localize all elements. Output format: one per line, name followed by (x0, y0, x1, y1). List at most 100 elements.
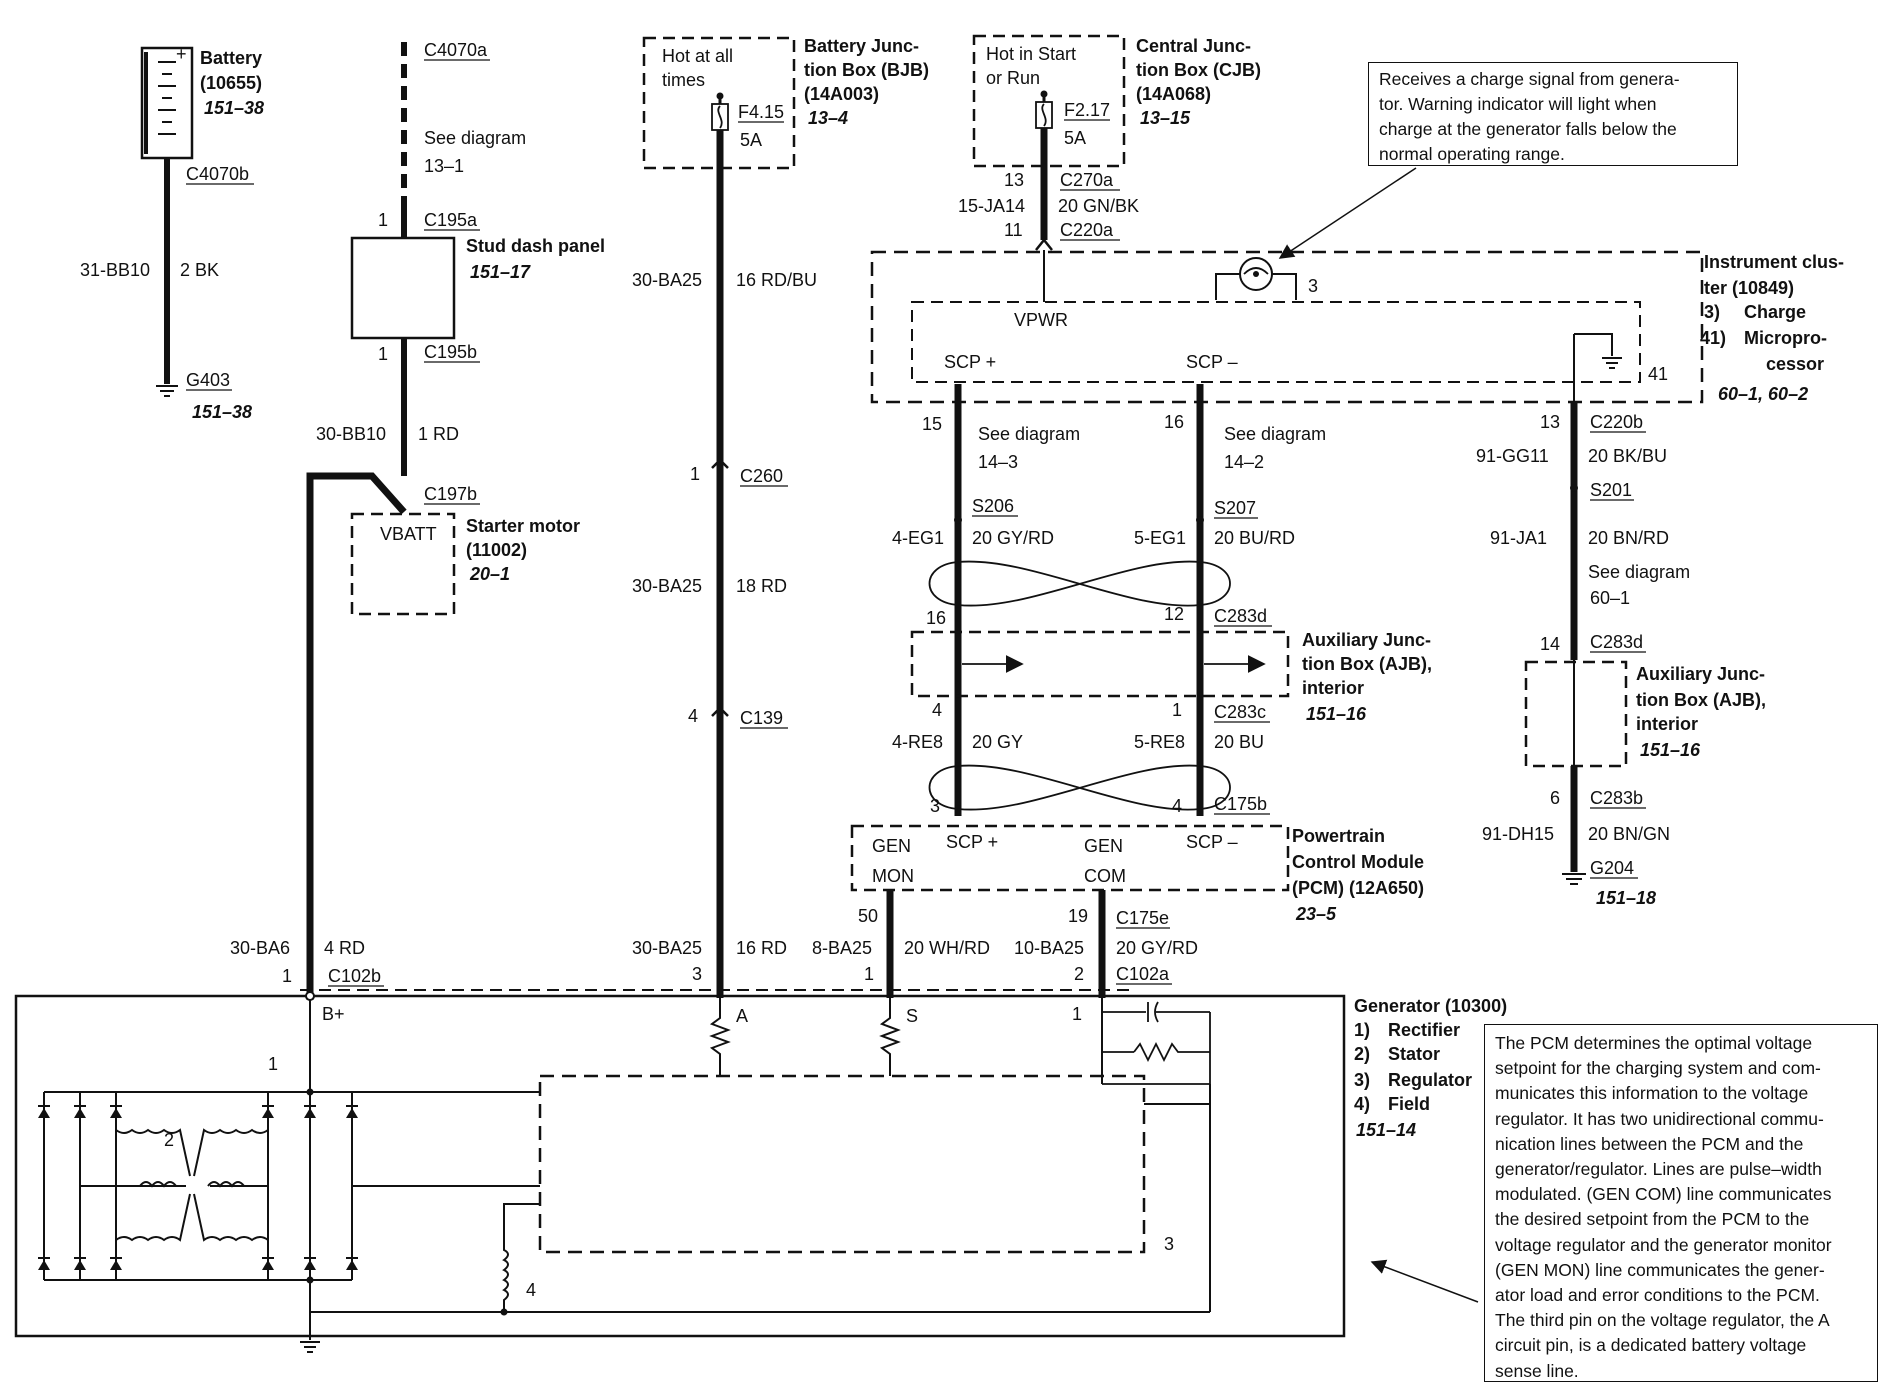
c175e-pin-19: 19 (1068, 906, 1088, 926)
auxiliary-junction-box-1 (910, 630, 1290, 698)
see-diagram-60-1-ref: 60–1 (1590, 588, 1630, 608)
note-top-line: tor. Warning indicator will light when (1379, 94, 1657, 114)
connector-c260: C260 (740, 466, 783, 486)
cluster-scp-plus: SCP + (944, 352, 996, 372)
central-junction-box (972, 34, 1126, 168)
cluster-item-41-b: cessor (1766, 354, 1824, 374)
generator-item-3-num: 3) (1354, 1070, 1370, 1090)
connector-c220a: C220a (1060, 220, 1114, 240)
cjb-part: (14A068) (1136, 84, 1211, 104)
c283c-pin-4: 4 (932, 700, 942, 720)
bjb-ref: 13–4 (808, 108, 848, 128)
stud-dash-panel-box (350, 236, 456, 340)
instrument-cluster (870, 250, 1704, 404)
battery: + Battery (10655) 151–38 (140, 44, 264, 160)
generator-b-plus: B+ (322, 1004, 345, 1024)
note-bottom-line: ator load and error conditions to the PC… (1495, 1285, 1820, 1306)
generator-stator-icon (115, 1128, 269, 1242)
bjb-hot-2: times (662, 70, 705, 90)
note-top-arrow (1278, 167, 1417, 259)
note-top-line: charge at the generator falls below the (1379, 119, 1677, 139)
ground-g204-icon (1562, 873, 1586, 885)
powertrain-control-module (850, 824, 1290, 892)
cluster-item-3: Charge (1744, 302, 1806, 322)
connector-c195a: C195a (424, 210, 478, 230)
starter-motor-name: Starter motor (466, 516, 580, 536)
wire-10-ba25-color: 20 GY/RD (1116, 938, 1198, 958)
wire-5-re8-label: 5-RE8 (1134, 732, 1185, 752)
c175b-pin-3: 3 (930, 796, 940, 816)
connector-c220b: C220b (1590, 412, 1643, 432)
pcm-name-1: Powertrain (1292, 826, 1385, 846)
wire-91-dh15-label: 91-DH15 (1482, 824, 1554, 844)
connector-c4070b: C4070b (186, 164, 249, 184)
wire-30-ba25-a-label: 30-BA25 (632, 270, 702, 290)
fuse-f4-15-icon (711, 92, 729, 131)
generator-capacitor-resistor-icon (1101, 998, 1211, 1085)
pcm-gen-com-2: COM (1084, 866, 1126, 886)
connector-c175e: C175e (1116, 908, 1169, 928)
wire-30-ba25-c-color: 16 RD (736, 938, 787, 958)
ground-g204-ref: 151–18 (1596, 888, 1656, 908)
connector-c4070a: C4070a (424, 40, 488, 60)
c195a-pin: 1 (378, 210, 388, 230)
generator-field-coil-icon (310, 1203, 1210, 1316)
note-bottom-line: regulator. It has two unidirectional com… (1495, 1108, 1824, 1129)
ajb2-name-3: interior (1636, 714, 1698, 734)
cjb-amp: 5A (1064, 128, 1086, 148)
wire-30-ba6 (306, 472, 407, 1000)
cluster-ref: 60–1, 60–2 (1718, 384, 1808, 404)
see-diagram-14-2-ref: 14–2 (1224, 452, 1264, 472)
generator-pin-a: A (736, 1006, 748, 1026)
ground-g403-icon (156, 385, 178, 397)
pcm-name-2: Control Module (1292, 852, 1424, 872)
ground-g403: G403 (186, 370, 230, 390)
wire-4-re8-label: 4-RE8 (892, 732, 943, 752)
ajb2-ref: 151–16 (1640, 740, 1701, 760)
wire-4-re8-color: 20 GY (972, 732, 1023, 752)
connector-c283c: C283c (1214, 702, 1266, 722)
see-diagram-13-1-ref: 13–1 (424, 156, 464, 176)
see-diagram-13-1: See diagram (424, 128, 526, 148)
bjb-amp: 5A (740, 130, 762, 150)
bjb-name-1: Battery Junc- (804, 36, 919, 56)
c102a-pin-3: 3 (692, 964, 702, 984)
connector-c175b: C175b (1214, 794, 1267, 814)
wire-5-eg1-label: 5-EG1 (1134, 528, 1186, 548)
cluster-name-2: ter (10849) (1704, 278, 1794, 298)
wire-91-gg11-label: 91-GG11 (1476, 446, 1549, 466)
note-pcm-setpoint: The PCM determines the optimal voltage s… (1484, 1024, 1878, 1382)
connector-c102b: C102b (328, 966, 381, 986)
cjb-fuse: F2.17 (1064, 100, 1110, 120)
bjb-part: (14A003) (804, 84, 879, 104)
wire-31-bb10-label: 31-BB10 (80, 260, 150, 280)
cluster-name-1: Instrument clus- (1704, 252, 1844, 272)
note-bottom-line: nication lines between the PCM and the (1495, 1133, 1804, 1154)
wire-30-ba25-b-label: 30-BA25 (632, 576, 702, 596)
wire-10-ba25-label: 10-BA25 (1014, 938, 1084, 958)
c283d-pin-12: 12 (1164, 604, 1184, 624)
connector-c102a: C102a (1116, 964, 1170, 984)
fuse-f2-17-icon (1035, 90, 1053, 129)
generator-item-2: Stator (1388, 1044, 1440, 1064)
generator-ground-icon (300, 1341, 320, 1353)
cjb-hot-2: or Run (986, 68, 1040, 88)
pcm-gen-mon-2: MON (872, 866, 914, 886)
note-bottom-line: modulated. (GEN COM) line communicates (1495, 1184, 1832, 1205)
note-bottom-line: The PCM determines the optimal voltage (1495, 1033, 1813, 1053)
cluster-microprocessor-box (911, 301, 1641, 383)
note-top-line: normal operating range. (1379, 144, 1565, 164)
c220a-pin: 11 (1004, 220, 1023, 240)
note-bottom-line: voltage regulator and the generator moni… (1495, 1234, 1832, 1255)
c139-pin: 4 (688, 706, 698, 726)
battery-junction-box (642, 36, 796, 170)
twisted-pair-upper (928, 560, 1231, 607)
ajb1-name-3: interior (1302, 678, 1364, 698)
note-bottom-line: The third pin on the voltage regulator, … (1495, 1310, 1830, 1331)
twisted-pair-lower (928, 764, 1231, 811)
wire-91-ja1-label: 91-JA1 (1490, 528, 1547, 548)
c260-pin: 1 (690, 464, 700, 484)
pcm-name-3: (PCM) (12A650) (1292, 878, 1424, 898)
wire-8-ba25-label: 8-BA25 (812, 938, 872, 958)
connector-c139: C139 (740, 708, 783, 728)
